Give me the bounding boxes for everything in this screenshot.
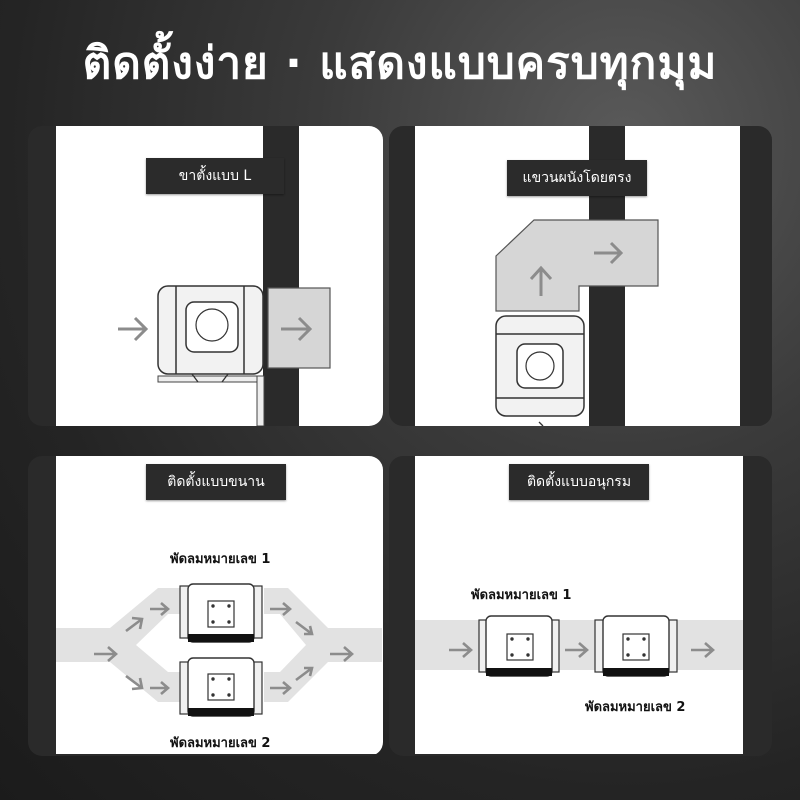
fan-1-label: พัดลมหมายเลข 1 — [471, 588, 572, 603]
series-illustration — [415, 456, 743, 754]
fan-2-label: พัดลมหมายเลข 2 — [585, 700, 686, 715]
panel-series: ติดตั้งแบบอนุกรม พัดลมหมายเลข 1 พัดลมหมา… — [389, 456, 772, 756]
panel-label-parallel: ติดตั้งแบบขนาน — [146, 464, 286, 500]
panel-l-bracket: ขาตั้งแบบ L — [28, 126, 383, 426]
headline: ติดตั้งง่าย · แสดงแบบครบทุกมุม — [82, 38, 718, 89]
fan-1-label: พัดลมหมายเลข 1 — [170, 552, 271, 567]
wall-mount-illustration — [415, 126, 740, 426]
panel-label-l-bracket: ขาตั้งแบบ L — [146, 158, 284, 194]
panel-label-series: ติดตั้งแบบอนุกรม — [509, 464, 649, 500]
parallel-illustration — [56, 456, 383, 754]
panel-wall-mount: แขวนผนังโดยตรง — [389, 126, 772, 426]
panel-label-wall-mount: แขวนผนังโดยตรง — [507, 160, 647, 196]
fan-2-label: พัดลมหมายเลข 2 — [170, 736, 271, 751]
panel-parallel: ติดตั้งแบบขนาน พัดลมหมายเลข 1 พัดลมหมายเ… — [28, 456, 383, 756]
